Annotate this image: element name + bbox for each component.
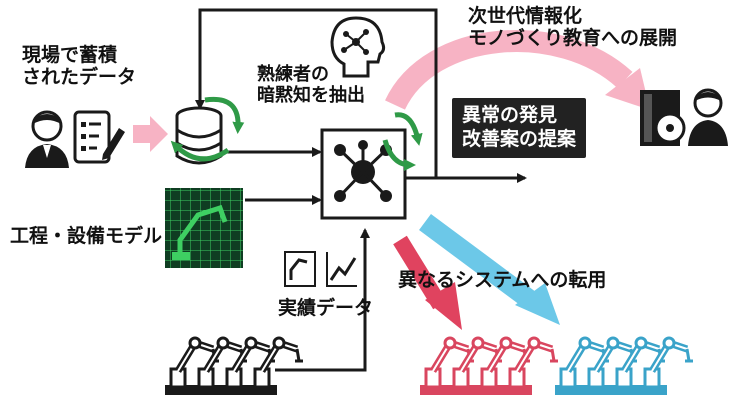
- cycle-arrow-icon: [382, 139, 416, 171]
- robot-arm-icon: [639, 336, 693, 395]
- arrow-to-education: [385, 30, 633, 111]
- robot-arm-icon: [221, 336, 275, 395]
- network-hub-icon: [320, 128, 407, 220]
- cycle-arrow-icon: [204, 96, 245, 134]
- arrow-red-transfer: [393, 235, 447, 310]
- robot-arm-icon: [165, 336, 219, 395]
- label-line: 次世代情報化: [468, 5, 583, 27]
- cycle-arrow-icon: [394, 112, 423, 146]
- robot-row-icon: [555, 336, 693, 395]
- robot-arm-icon: [611, 336, 665, 395]
- teacher-icon: [688, 88, 728, 146]
- robot-arm-icon: [249, 336, 303, 395]
- label-accumulated-data: 現場で蓄積 されたデータ: [22, 44, 137, 89]
- arrow-red-transfer-head: [425, 282, 462, 330]
- monitor-chart-icon: [284, 251, 357, 287]
- robot-arm-icon: [420, 336, 474, 395]
- robot-arm-icon: [476, 336, 530, 395]
- label-other-systems: 異なるシステムへの転用: [398, 269, 607, 291]
- robot-arm-icon: [504, 336, 558, 395]
- robot-row-icon: [420, 336, 558, 395]
- label-line: 改善案の提案: [462, 127, 577, 150]
- arrow-cyan-transfer: [419, 213, 536, 309]
- cycle-arrow-icon: [170, 140, 230, 162]
- robot-row-icon: [165, 336, 303, 395]
- worker-icon: [25, 110, 69, 168]
- label-results-data: 実績データ: [278, 297, 374, 319]
- document-pen-icon: [73, 110, 125, 164]
- label-line: 異常の発見: [462, 104, 558, 126]
- label-next-gen: 次世代情報化 モノづくり教育への展開: [468, 5, 678, 50]
- label-line: 暗黙知を抽出: [257, 84, 365, 106]
- book-disc-icon: [640, 90, 686, 146]
- label-process-model: 工程・設備モデル: [10, 225, 163, 247]
- arrow-to-education-head: [605, 68, 650, 110]
- arrow-data-to-db: [133, 116, 168, 152]
- label-line: モノづくり教育への展開: [468, 26, 678, 49]
- label-tacit-knowledge: 熟練者の 暗黙知を抽出: [257, 64, 365, 106]
- anomaly-box: 異常の発見 改善案の提案: [452, 98, 587, 158]
- robot-arm-icon: [448, 336, 502, 395]
- feedback-loop-line: [195, 8, 438, 178]
- robots-to-hub-line: [275, 228, 370, 372]
- robot-arm-model-icon: [165, 188, 243, 268]
- brain-network-icon: [330, 16, 386, 78]
- label-line: されたデータ: [22, 65, 137, 88]
- label-line: 現場で蓄積: [22, 44, 118, 66]
- label-line: 熟練者の: [257, 64, 329, 85]
- arrow-cyan-transfer-head: [515, 283, 560, 325]
- robot-arm-icon: [193, 336, 247, 395]
